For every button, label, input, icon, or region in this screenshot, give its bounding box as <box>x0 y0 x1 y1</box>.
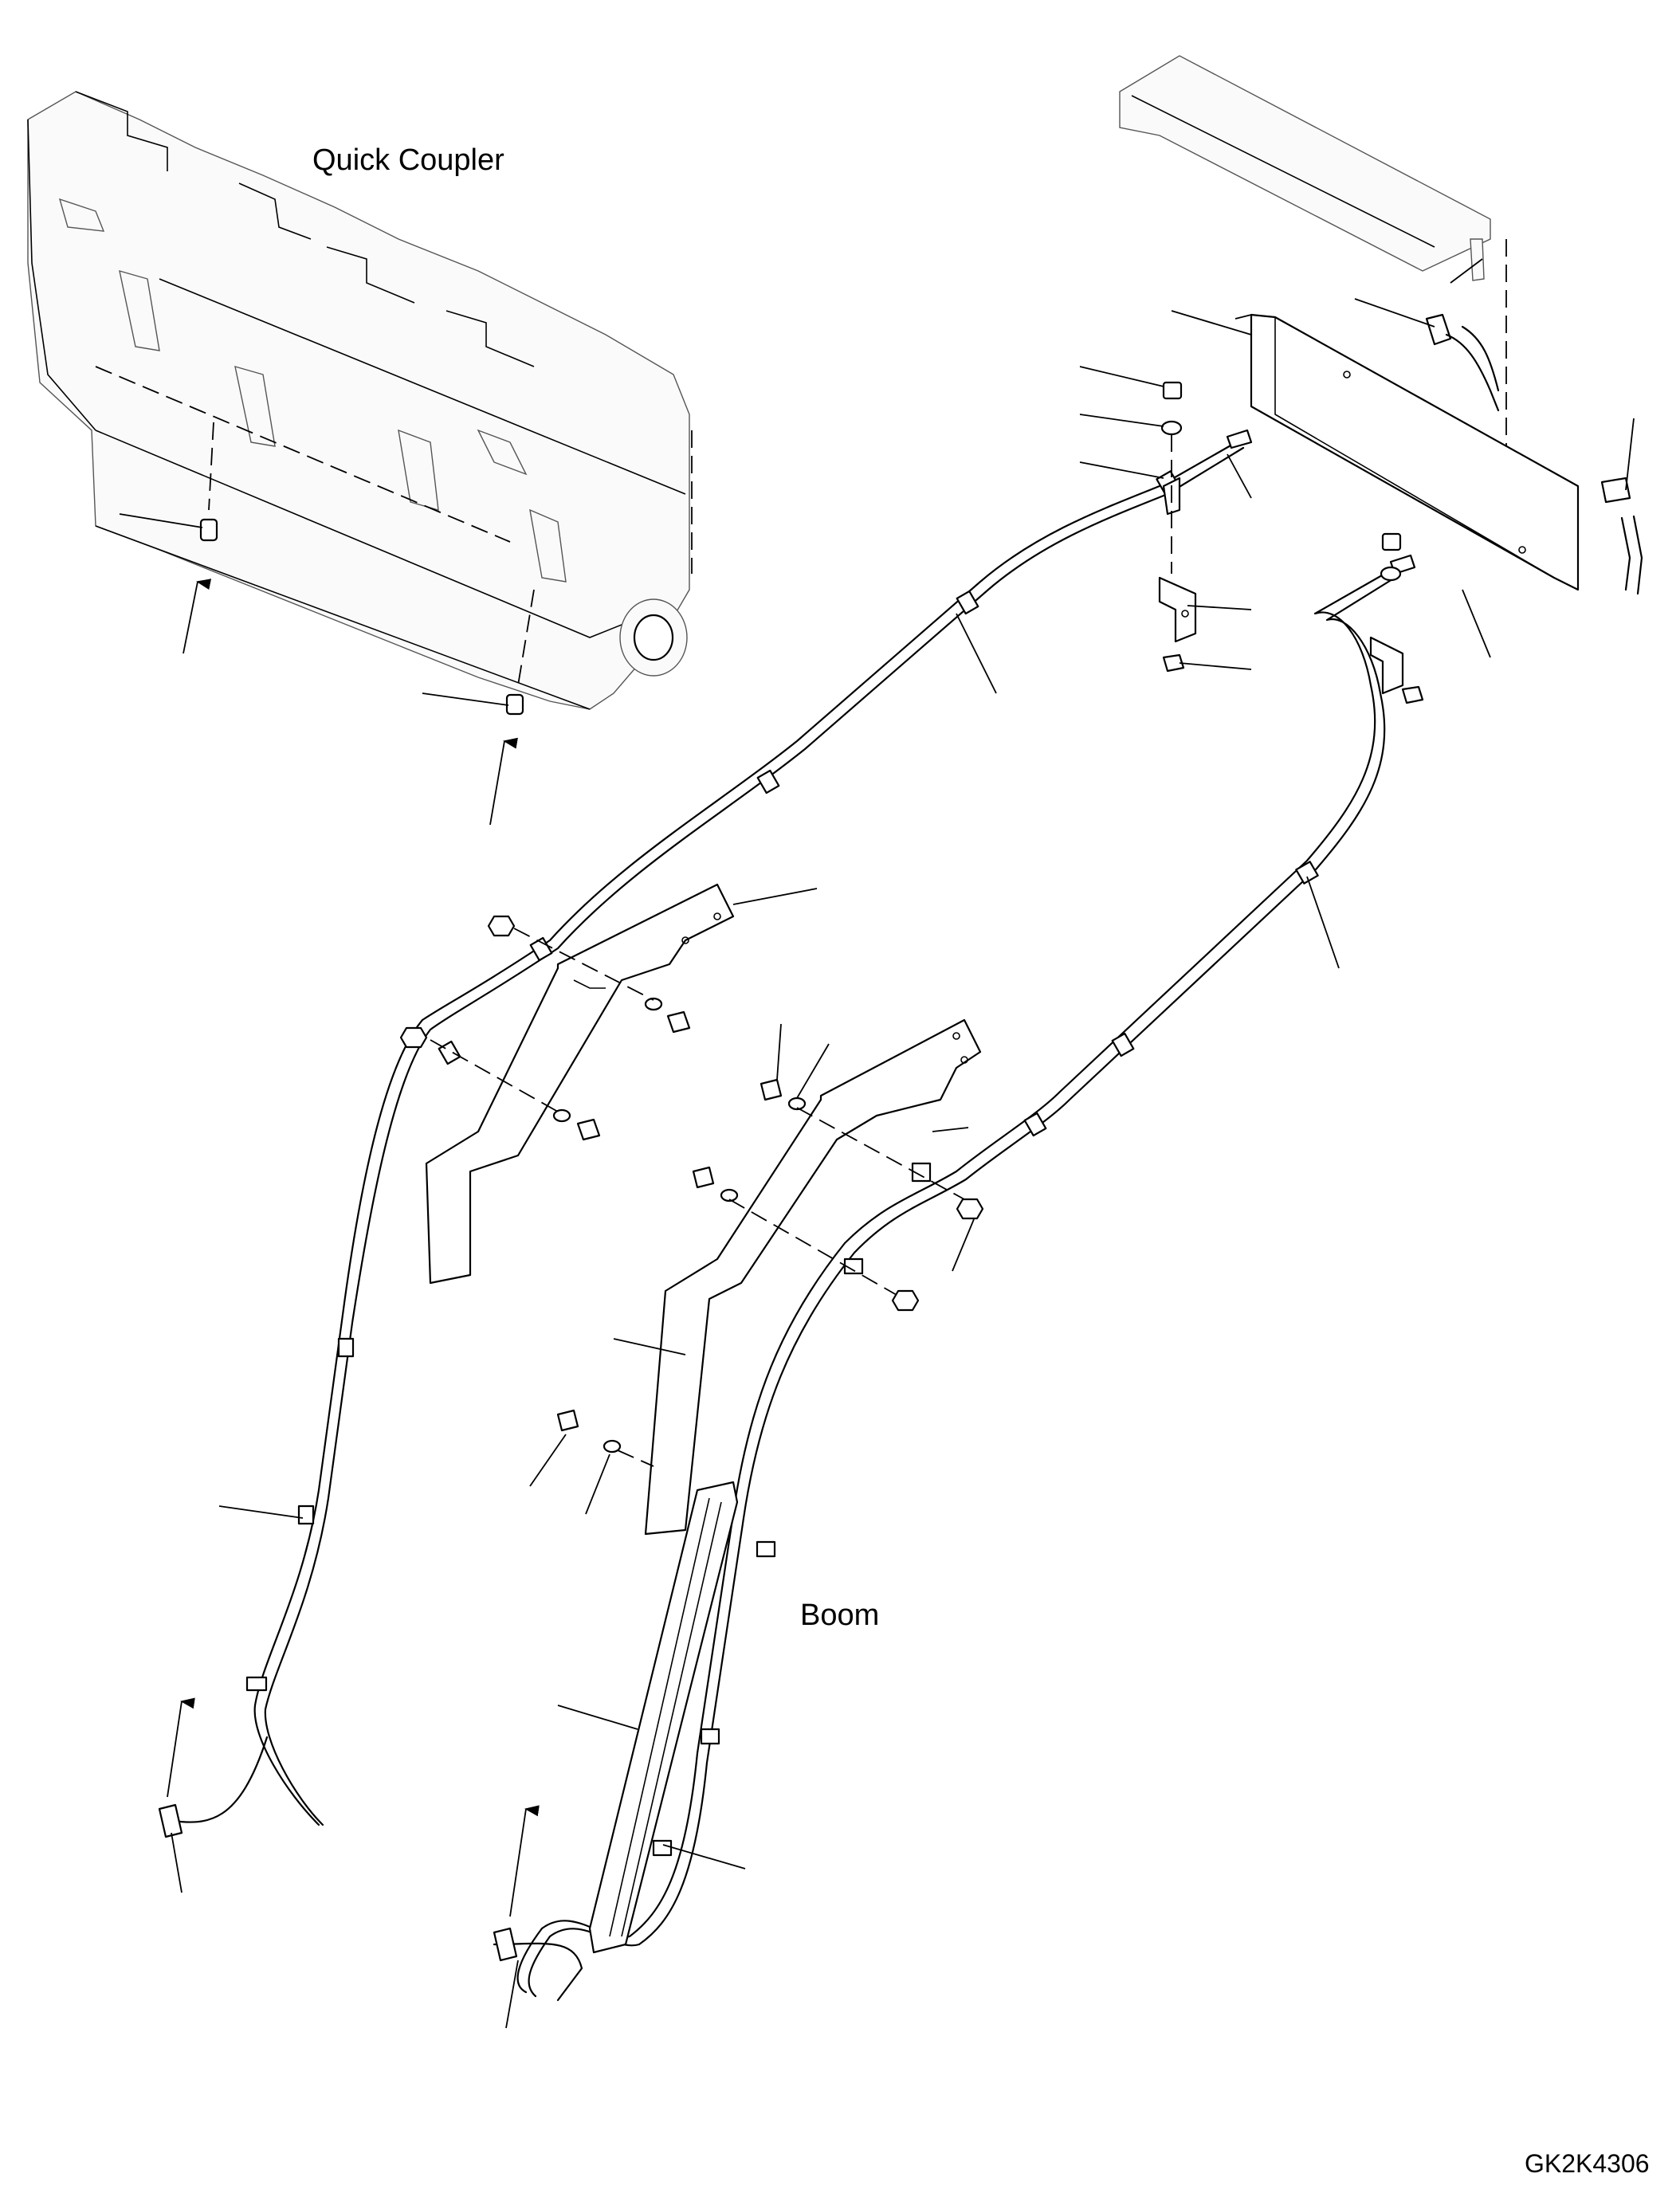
quick-coupler-leaders <box>119 513 518 826</box>
top-cover-part <box>1119 55 1507 494</box>
quick-coupler-label: Quick Coupler <box>312 143 504 177</box>
mounting-brackets <box>1158 381 1424 704</box>
fasteners <box>399 915 984 1467</box>
mount-plate <box>1234 313 1580 591</box>
quick-coupler-part <box>27 91 693 710</box>
hose-clamps <box>245 470 1319 1857</box>
callout-leaders <box>167 258 1635 2029</box>
boom-label: Boom <box>800 1599 880 1632</box>
drawing-code: GK2K4306 <box>1525 2149 1650 2178</box>
guard-left <box>425 883 735 1285</box>
boom-channel <box>588 1481 739 1954</box>
grease-fitting <box>199 518 524 716</box>
guard-right <box>644 1018 982 1536</box>
elbow-fitting <box>1425 313 1643 595</box>
